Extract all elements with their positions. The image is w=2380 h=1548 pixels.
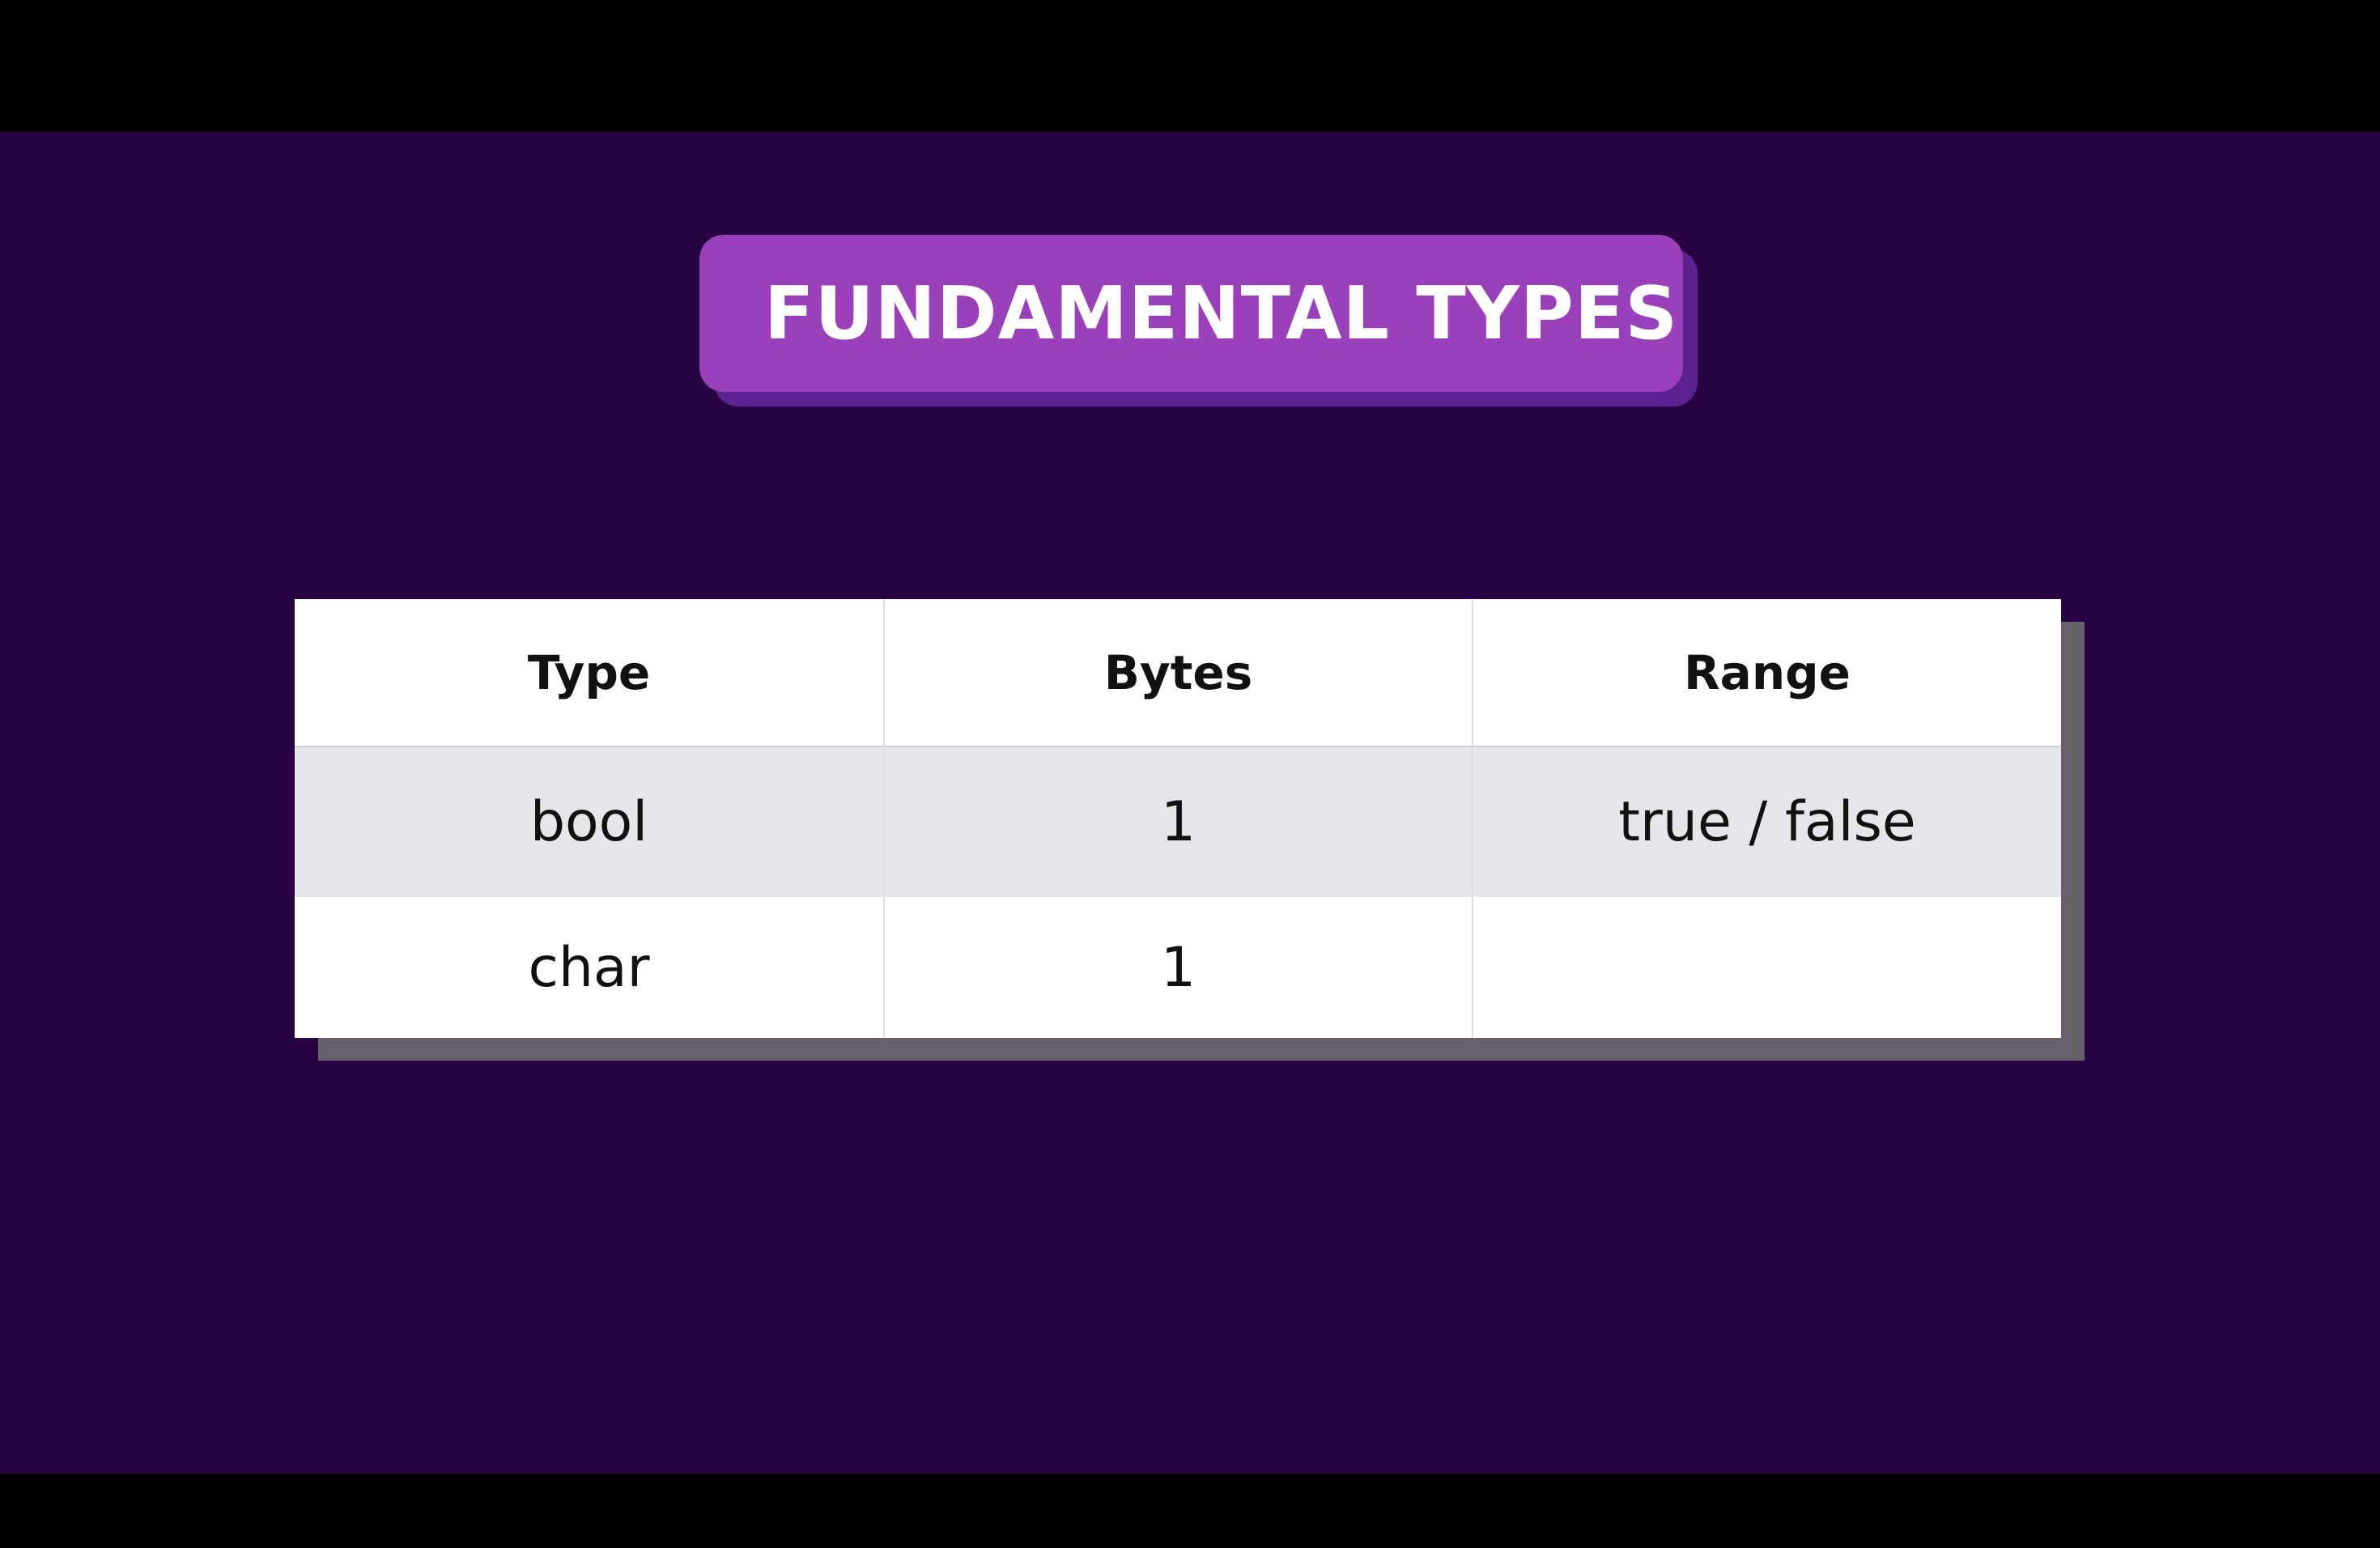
table-cell-type: char bbox=[295, 897, 883, 1038]
table-cell-bytes: 1 bbox=[883, 897, 1472, 1038]
letterbox-bottom bbox=[0, 1474, 2380, 1548]
table-cell-range bbox=[1472, 897, 2061, 1038]
letterbox-top bbox=[0, 0, 2380, 132]
slide-title: FUNDAMENTAL TYPES bbox=[764, 270, 1679, 356]
title-badge: FUNDAMENTAL TYPES bbox=[699, 235, 1698, 406]
table-cell-type: bool bbox=[295, 747, 883, 897]
table-cell-bytes: 1 bbox=[883, 747, 1472, 897]
column-header-type: Type bbox=[295, 599, 883, 747]
title-pill: FUNDAMENTAL TYPES bbox=[699, 235, 1683, 392]
table-cell-range: true / false bbox=[1472, 747, 2061, 897]
column-header-bytes: Bytes bbox=[883, 599, 1472, 747]
column-header-range: Range bbox=[1472, 599, 2061, 747]
types-table: Type Bytes Range bool 1 true / false cha… bbox=[295, 599, 2061, 1038]
